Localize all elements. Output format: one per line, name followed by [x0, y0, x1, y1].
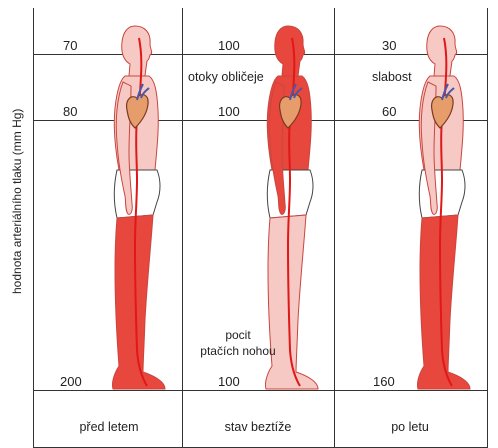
head	[122, 26, 152, 76]
pressure-value-head: 30	[382, 38, 396, 53]
pressure-value-feet: 200	[60, 374, 82, 389]
head	[427, 26, 457, 76]
panel-caption: po letu	[334, 420, 486, 434]
pressure-value-feet: 100	[218, 374, 240, 389]
pressure-value-heart: 100	[218, 104, 240, 119]
panel-divider	[334, 8, 335, 448]
panel-caption: stav beztíže	[182, 420, 334, 434]
pressure-value-heart: 60	[382, 104, 396, 119]
annotation-weakness: slabost	[372, 70, 432, 84]
pressure-value-heart: 80	[63, 104, 77, 119]
panel-caption: před letem	[33, 420, 185, 434]
pressure-value-head: 70	[63, 38, 77, 53]
pressure-value-head: 100	[218, 38, 240, 53]
panel-divider	[487, 8, 488, 448]
panel-divider	[182, 8, 183, 448]
annotation-line-2: ptačích nohou	[186, 344, 290, 358]
annotation-face-swelling: otoky obličeje	[188, 70, 296, 84]
annotation-line-1: pocit	[208, 328, 268, 342]
panel-divider	[33, 8, 34, 448]
head	[275, 26, 305, 76]
human-figure-before-flight	[95, 20, 175, 395]
y-axis-label: hodnota arteriálního tlaku (mm Hg)	[10, 144, 24, 294]
pressure-value-feet: 160	[373, 374, 395, 389]
